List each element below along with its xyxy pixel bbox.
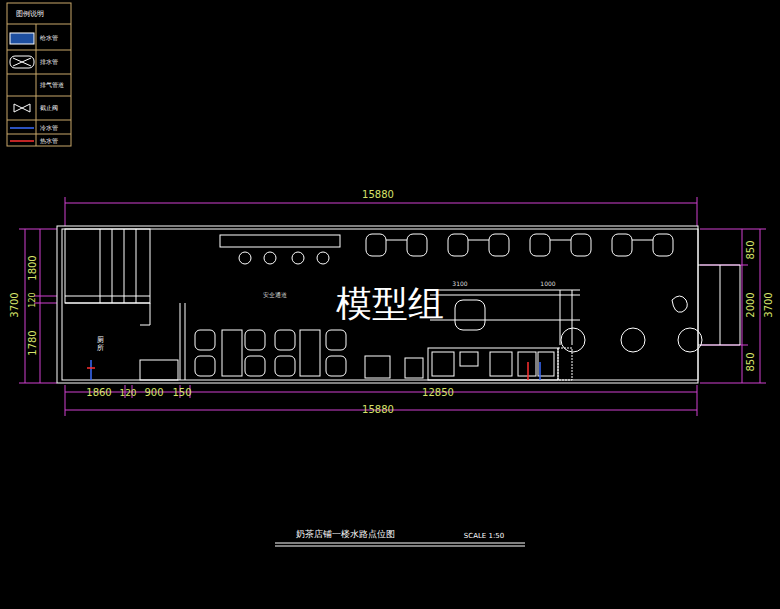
dimension: 15880 <box>362 405 394 415</box>
dimension: 12850 <box>422 388 454 398</box>
dimension: 1000 <box>540 281 555 287</box>
legend-text: 冷水管 <box>40 125 58 131</box>
legend-heading: 图例说明 <box>16 11 44 18</box>
dimension: 2000 <box>746 292 756 317</box>
dimension: 1860 <box>86 388 111 398</box>
dimension: 900 <box>144 388 163 398</box>
dimension: 120 <box>119 389 136 398</box>
dimension: 1780 <box>28 330 38 355</box>
dimension: 850 <box>746 352 756 371</box>
legend-text: 截止阀 <box>40 105 58 111</box>
legend-text: 排水管 <box>40 59 58 65</box>
dimension: 850 <box>746 240 756 259</box>
dimension: 150 <box>172 388 191 398</box>
legend-text: 给水管 <box>40 35 58 41</box>
dimension: 1800 <box>28 255 38 280</box>
legend-text: 排气管道 <box>40 82 64 88</box>
dimension: 3700 <box>764 292 774 317</box>
legend-text: 热水管 <box>40 138 58 144</box>
dimension: 3100 <box>452 281 467 287</box>
room-label: 厕所 <box>97 337 104 352</box>
dimension: 15880 <box>362 190 394 200</box>
watermark: 模型组 <box>336 286 444 322</box>
scale-note: SCALE 1:50 <box>464 533 504 540</box>
drawing-title: 奶茶店铺一楼水路点位图 <box>296 530 395 539</box>
dimension: 3700 <box>10 292 20 317</box>
area-label: 安全通道 <box>263 292 287 298</box>
dimension: 120 <box>29 292 37 307</box>
